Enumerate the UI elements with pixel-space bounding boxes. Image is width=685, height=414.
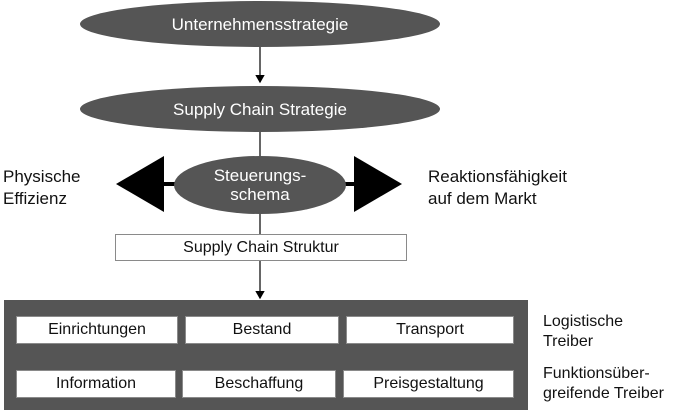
control-schema-label-line2: schema [230,185,290,204]
supply-chain-strategy-node: Supply Chain Strategie [80,86,440,132]
driver-label-transport: Transport [396,321,464,338]
supply-chain-structure-box: Supply Chain Struktur [115,234,407,261]
driver-label-sourcing: Beschaffung [214,375,304,392]
crossfunctional-drivers-caption: Funktionsüber- greifende Treiber [543,364,664,404]
physical-efficiency-line1: Physische [3,167,81,186]
logistic-drivers-caption: Logistische Treiber [543,312,623,352]
supply-chain-structure-label: Supply Chain Struktur [183,238,339,256]
driver-box-pricing: Preisgestaltung [343,370,514,398]
driver-label-pricing: Preisgestaltung [373,375,484,392]
physical-efficiency-line2: Effizienz [3,189,67,208]
control-schema-node: Steuerungs- schema [174,156,346,214]
corporate-strategy-label: Unternehmensstrategie [171,14,349,34]
physical-efficiency-label: Physische Effizienz [3,166,80,210]
driver-box-inventory: Bestand [185,316,339,344]
market-responsiveness-line2: auf dem Markt [428,189,537,208]
market-responsiveness-label: Reaktionsfähigkeit auf dem Markt [428,166,567,210]
driver-label-facilities: Einrichtungen [48,321,146,338]
control-schema-label-line1: Steuerungs- [213,166,307,185]
driver-label-information: Information [55,375,137,392]
driver-box-facilities: Einrichtungen [16,316,178,344]
driver-box-sourcing: Beschaffung [182,370,336,398]
crossfunctional-drivers-caption-line1: Funktionsüber- [543,365,650,382]
logistic-drivers-caption-line1: Logistische [543,313,624,330]
driver-label-inventory: Bestand [232,321,292,338]
crossfunctional-drivers-caption-line2: greifende Treiber [543,385,664,402]
market-responsiveness-line1: Reaktionsfähigkeit [428,167,567,186]
logistic-drivers-caption-line2: Treiber [543,333,594,350]
corporate-strategy-node: Unternehmensstrategie [80,1,440,47]
supply-chain-strategy-label: Supply Chain Strategie [173,99,347,119]
driver-box-information: Information [16,370,176,398]
driver-box-transport: Transport [346,316,514,344]
